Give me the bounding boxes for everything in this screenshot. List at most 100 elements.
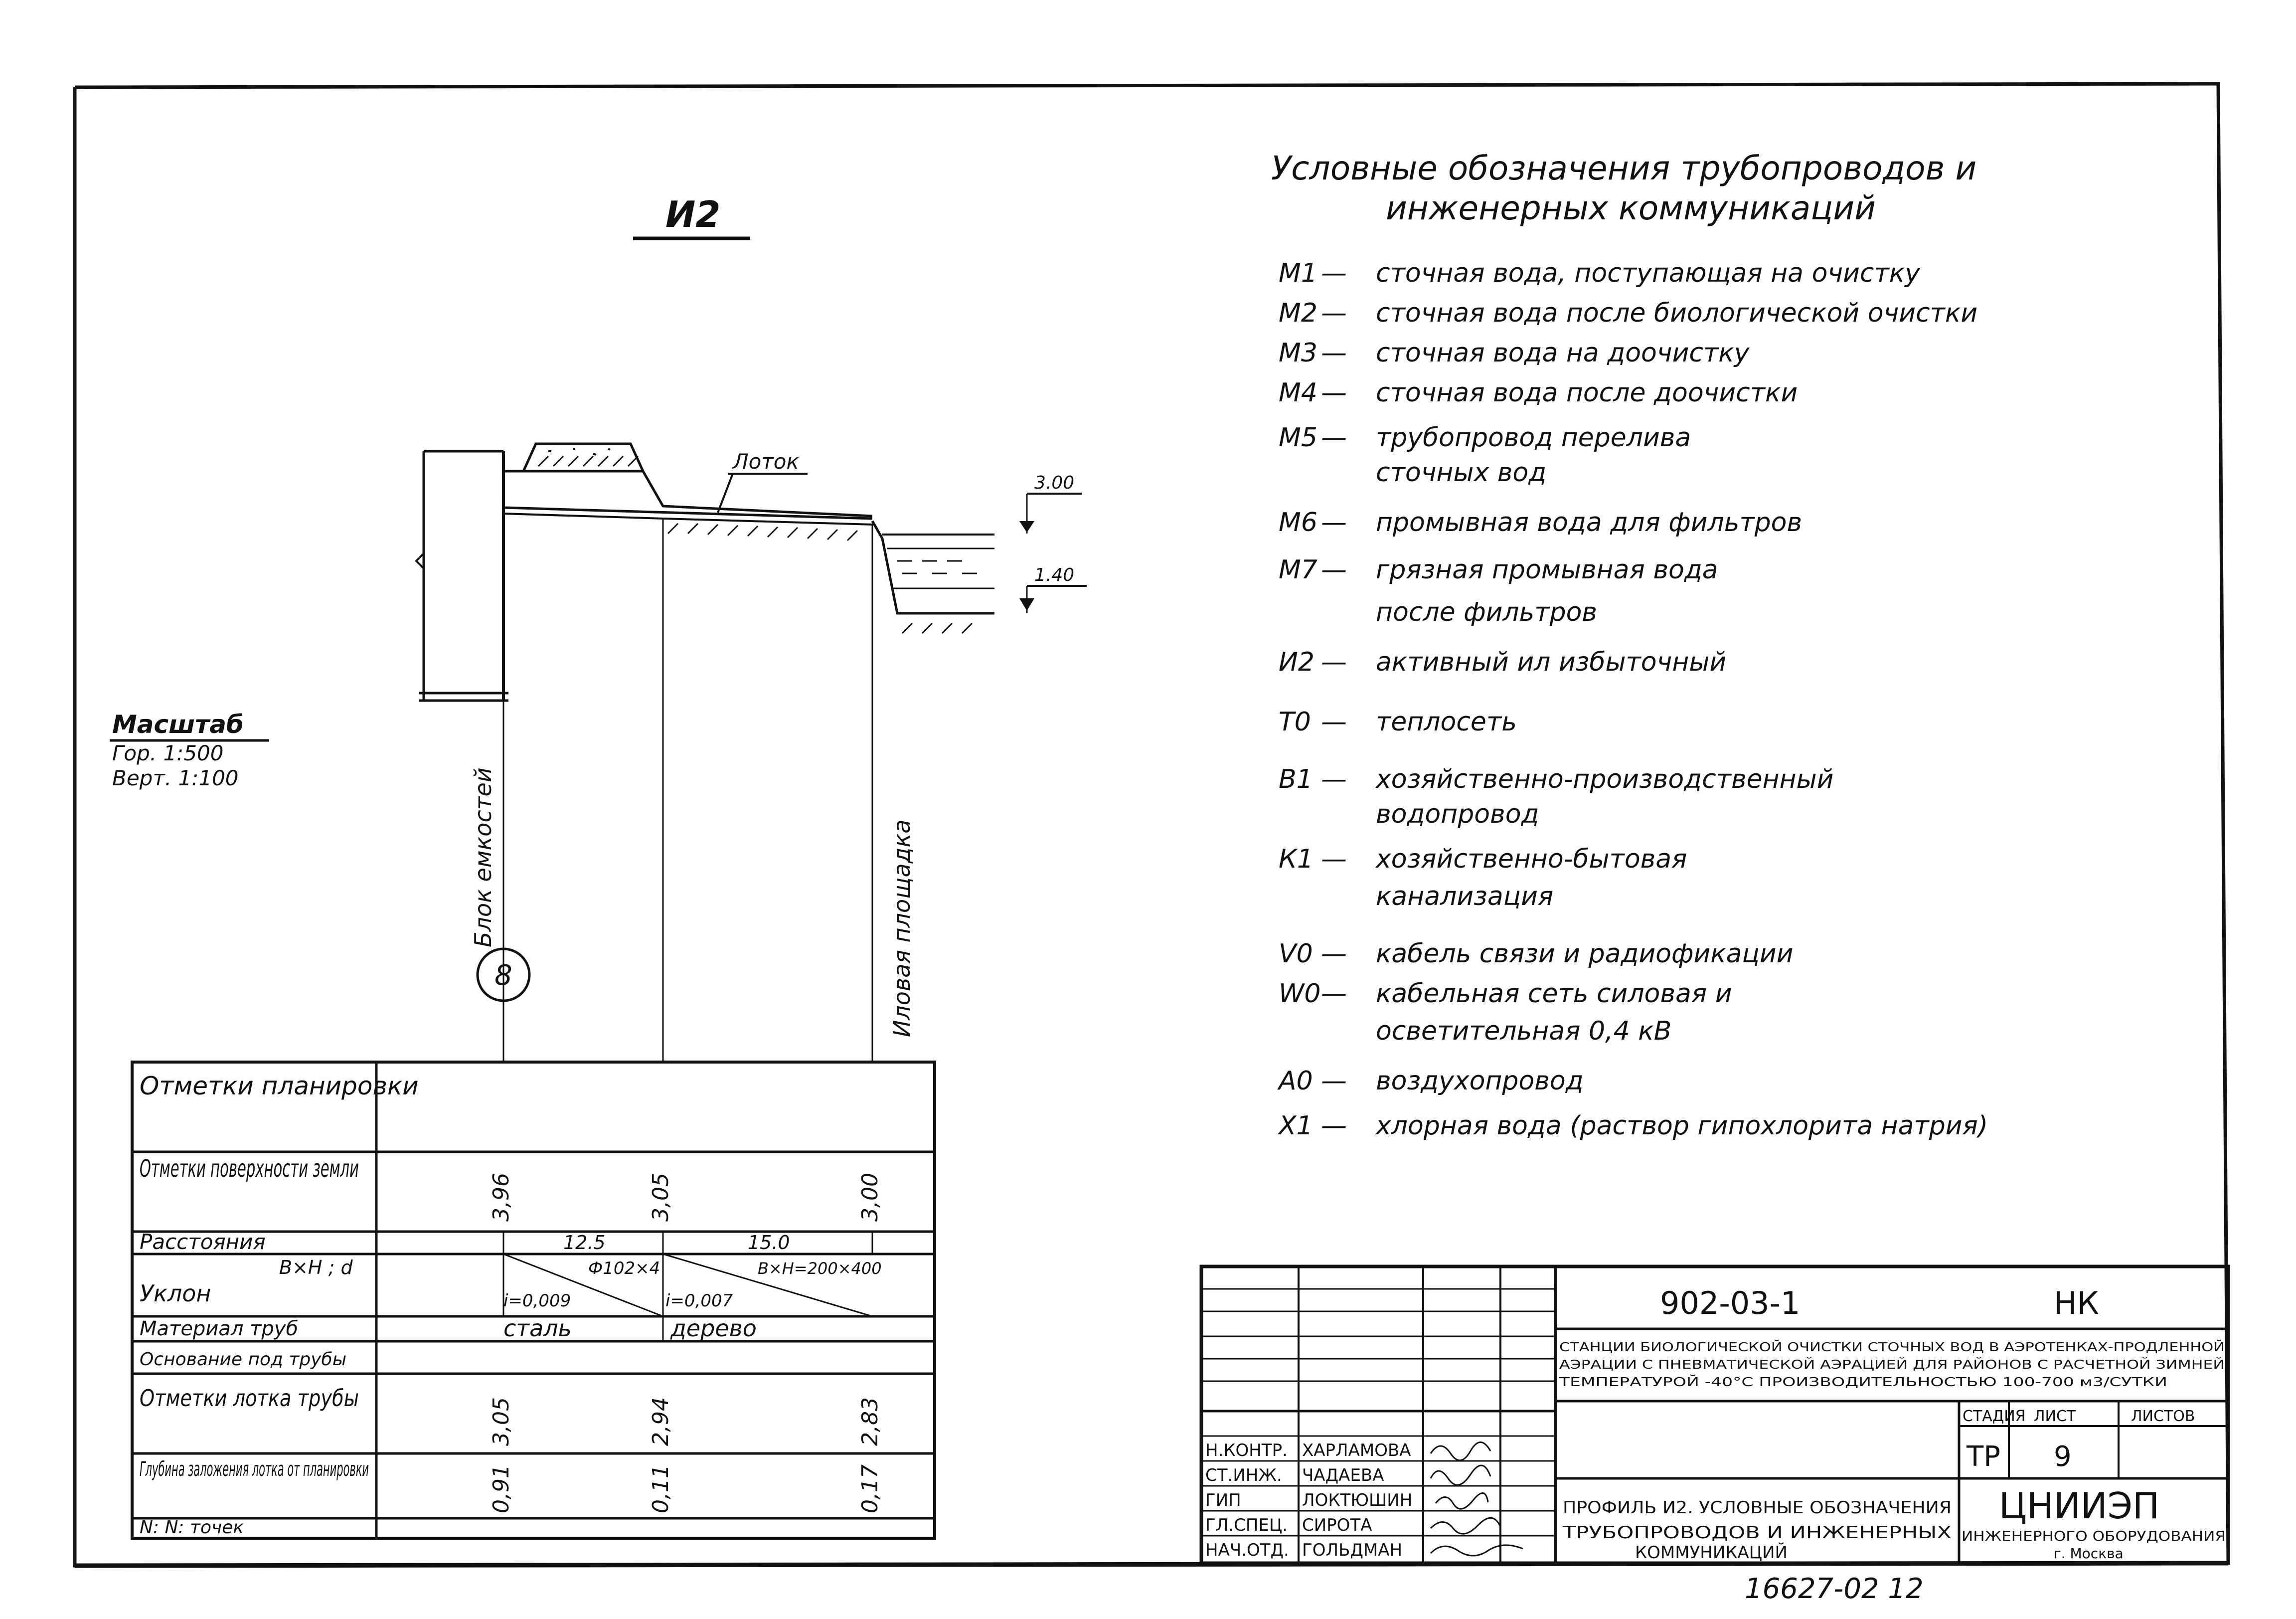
svg-text:—: — [1321, 647, 1347, 677]
legend-code: Т0 [1279, 707, 1311, 737]
staff-row-5: НАЧ.ОТД. ГОЛЬДМАН [1205, 1540, 1523, 1560]
legend-text: сточная вода после доочистки [1376, 378, 1798, 408]
staff-role: СТ.ИНЖ. [1205, 1465, 1282, 1485]
staff-name: ЧАДАЕВА [1302, 1465, 1384, 1485]
svg-text:—: — [1321, 979, 1347, 1009]
legend-text: теплосеть [1376, 707, 1517, 737]
legend-code: V0 [1279, 939, 1313, 969]
svg-text:—: — [1321, 338, 1347, 368]
scale-block: Масштаб Гор. 1:500 Верт. 1:100 [110, 710, 269, 790]
project-line3: ТЕМПЕРАТУРОЙ -40°С ПРОИЗВОДИТЕЛЬНОСТЬЮ 1… [1559, 1375, 2167, 1389]
inventory-number: 16627-02 12 [1745, 1573, 1924, 1605]
legend-text: промывная вода для фильтров [1376, 508, 1802, 538]
legend-code: W0 [1279, 979, 1321, 1009]
svg-text:—: — [1321, 844, 1347, 874]
legend-item-m5: М5 — трубопровод перелива сточных вод [1279, 423, 1691, 488]
row-label-material: Материал труб [140, 1317, 298, 1340]
row-label-slope: Уклон [140, 1280, 211, 1307]
profile-title: И2 [665, 193, 720, 235]
legend-code: М5 [1279, 423, 1317, 453]
depth-2: 0,11 [648, 1464, 673, 1513]
tray-level-1: 3,05 [489, 1397, 514, 1446]
row-sub-slope: B×H ; d [279, 1257, 353, 1278]
legend-item-v1: В1 — хозяйственно-производственный водоп… [1279, 764, 1833, 829]
legend-text: кабельная сеть силовая и [1376, 979, 1732, 1009]
legend-title-line2: инженерных коммуникаций [1386, 189, 1876, 227]
staff-name: ЛОКТЮШИН [1302, 1490, 1412, 1510]
stage-header: СТАДИЯ [1963, 1408, 2026, 1425]
ground-value-2: 3,05 [648, 1173, 673, 1222]
material-2: дерево [670, 1315, 757, 1342]
legend-item-i2: И2 — активный ил избыточный [1279, 647, 1726, 677]
legend-text: сточных вод [1376, 458, 1546, 488]
legend-code: В1 [1279, 764, 1313, 794]
title-block: Н.КОНТР. ХАРЛАМОВА СТ.ИНЖ. ЧАДАЕВА ГИП Л… [1199, 1264, 2230, 1565]
distance-2: 15.0 [748, 1232, 790, 1254]
sheet-value: 9 [2054, 1440, 2072, 1473]
scale-horizontal: Гор. 1:500 [112, 741, 224, 765]
legend-item-k1: К1 — хозяйственно-бытовая канализация [1279, 844, 1687, 911]
svg-text:—: — [1321, 298, 1347, 328]
slope-2: i=0,007 [665, 1291, 733, 1311]
signature-5 [1430, 1544, 1523, 1557]
org-line2: ИНЖЕНЕРНОГО ОБОРУДОВАНИЯ [1962, 1528, 2226, 1544]
svg-text:—: — [1321, 764, 1347, 794]
tray-level-3: 2,83 [857, 1397, 883, 1446]
legend-code: К1 [1279, 844, 1313, 874]
scale-title: Масштаб [112, 710, 244, 739]
staff-row-1: Н.КОНТР. ХАРЛАМОВА [1205, 1440, 1491, 1461]
staff-row-4: ГЛ.СПЕЦ. СИРОТА [1205, 1515, 1501, 1535]
ground-value-3: 3,00 [857, 1173, 883, 1222]
staff-name: ГОЛЬДМАН [1302, 1540, 1402, 1560]
row-label-depth: Глубина заложения лотка от планировки [140, 1458, 369, 1481]
tray-label: Лоток [732, 449, 799, 474]
sludge-platform: 3.00 1.40 [871, 473, 1087, 634]
legend-item-w0: W0 — кабельная сеть силовая и осветитель… [1279, 979, 1732, 1046]
row-label-distances: Расстояния [140, 1230, 266, 1254]
row-label-planning: Отметки планировки [140, 1072, 419, 1100]
staff-name: ХАРЛАМОВА [1302, 1440, 1411, 1460]
node-circle [476, 947, 531, 1002]
legend-code: М6 [1279, 508, 1317, 538]
legend-text: воздухопровод [1376, 1066, 1584, 1096]
depth-3: 0,17 [857, 1464, 883, 1513]
legend-item-m6: М6 — промывная вода для фильтров [1279, 508, 1802, 538]
staff-row-2: СТ.ИНЖ. ЧАДАЕВА [1205, 1464, 1491, 1486]
row-label-tray-level: Отметки лотка трубы [140, 1385, 359, 1412]
legend-text: трубопровод перелива [1376, 423, 1691, 453]
legend-text: сточная вода, поступающая на очистку [1376, 258, 1921, 288]
legend-code: Х1 [1277, 1111, 1313, 1141]
legend-text: грязная промывная вода [1376, 555, 1718, 585]
legend-code: М1 [1279, 258, 1317, 288]
legend-code: М2 [1279, 298, 1317, 328]
profile-drawing: И2 Масштаб Гор. 1:500 Верт. 1:100 [110, 193, 1087, 1062]
svg-text:—: — [1321, 1111, 1347, 1141]
legend-code: М3 [1279, 338, 1317, 368]
sheet-title-line2: ТРУБОПРОВОДОВ И ИНЖЕНЕРНЫХ [1562, 1523, 1952, 1543]
legend-code: М4 [1279, 378, 1317, 408]
legend-item-a0: А0 — воздухопровод [1277, 1066, 1584, 1096]
slope-1: i=0,009 [503, 1291, 571, 1311]
staff-role: ГИП [1205, 1490, 1241, 1510]
label-sludge-platform: Иловая площадка [888, 820, 915, 1037]
project-line2: АЭРАЦИИ С ПНЕВМАТИЧЕСКОЙ АЭРАЦИЕЙ ДЛЯ РА… [1559, 1357, 2225, 1372]
ground-surface [503, 442, 873, 541]
signature-3 [1435, 1492, 1489, 1510]
row-label-ground: Отметки поверхности земли [140, 1155, 359, 1183]
legend: Условные обозначения трубопроводов и инж… [1271, 149, 1988, 1141]
sheet-title-line3: КОММУНИКАЦИЙ [1635, 1542, 1788, 1563]
legend-text: хлорная вода (раствор гипохлорита натрия… [1375, 1111, 1988, 1141]
legend-text: активный ил избыточный [1376, 647, 1726, 677]
legend-text: после фильтров [1376, 597, 1597, 627]
level-top-label: 3.00 [1034, 473, 1074, 493]
legend-item-m1: М1 — сточная вода, поступающая на очистк… [1279, 258, 1921, 288]
sheet-title-line1: ПРОФИЛЬ И2. УСЛОВНЫЕ ОБОЗНАЧЕНИЯ [1563, 1498, 1952, 1518]
level-bottom-label: 1.40 [1034, 565, 1074, 585]
scale-vertical: Верт. 1:100 [112, 766, 239, 790]
legend-item-m7: М7 — грязная промывная вода после фильтр… [1279, 555, 1718, 627]
legend-text: осветительная 0,4 кВ [1376, 1016, 1671, 1046]
signature-2 [1430, 1464, 1491, 1486]
svg-text:—: — [1321, 423, 1347, 453]
signature-1 [1430, 1441, 1491, 1461]
